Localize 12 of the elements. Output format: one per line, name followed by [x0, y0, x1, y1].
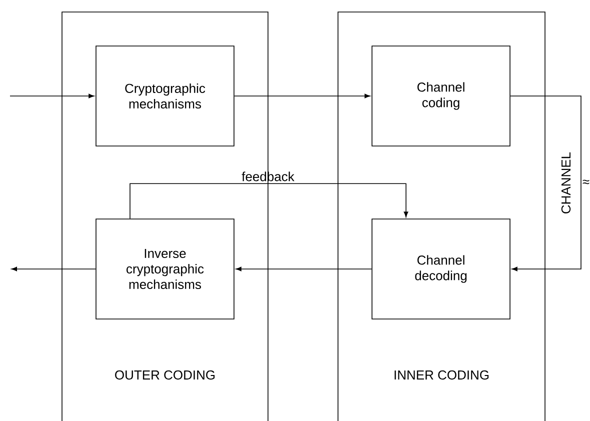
- arrow: [10, 94, 94, 98]
- process-box: Channel coding: [372, 46, 510, 146]
- arrow: [130, 183, 408, 219]
- process-box: Cryptographic mechanisms: [96, 46, 234, 146]
- process-box: Inverse cryptographic mechanisms: [96, 218, 234, 320]
- edge-label: CHANNEL: [561, 152, 571, 214]
- arrow: [510, 96, 582, 272]
- process-box: Channel decoding: [372, 218, 510, 320]
- arrow: [236, 266, 372, 272]
- break-symbol: ≈: [582, 180, 590, 184]
- arrow: [11, 266, 96, 272]
- arrow: [234, 94, 370, 98]
